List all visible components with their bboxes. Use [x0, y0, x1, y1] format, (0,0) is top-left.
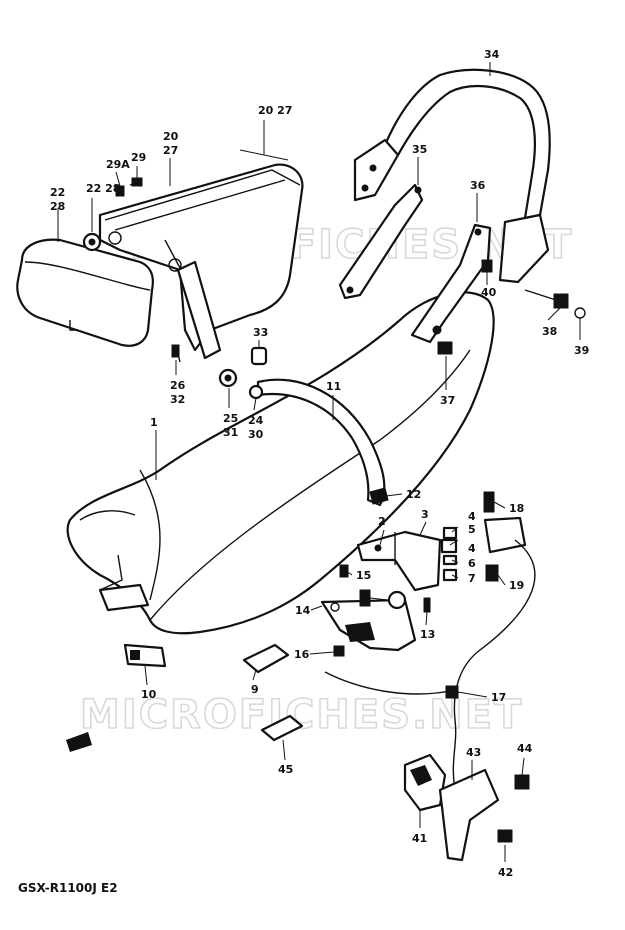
seat-strap — [256, 378, 389, 507]
bracket-35 — [338, 183, 424, 300]
callout-40: 40 — [481, 286, 497, 299]
callout-4b: 4 — [468, 542, 476, 555]
callout-22: 22 — [50, 186, 65, 199]
callout-23: 22 28 — [86, 182, 120, 195]
callout-27: 27 — [163, 144, 178, 157]
plates — [66, 643, 304, 752]
callout-44: 44 — [517, 742, 533, 755]
callout-2: 2 — [378, 515, 386, 528]
callout-20: 20 — [163, 130, 179, 143]
callout-labels: 1 2 3 4 4 5 6 7 8 9 10 11 12 13 14 15 16… — [50, 48, 589, 879]
leader-lines — [57, 62, 581, 862]
callout-16: 16 — [294, 648, 310, 661]
callout-12: 12 — [406, 488, 421, 501]
seat-lock-assembly — [403, 753, 530, 862]
callout-31: 31 — [223, 426, 238, 439]
callout-45: 45 — [278, 763, 293, 776]
callout-24-30: 24 30 — [248, 414, 267, 441]
callout-28: 28 — [50, 200, 65, 213]
callout-1: 1 — [150, 416, 158, 429]
callout-14: 14 — [295, 604, 311, 617]
callout-32: 32 — [170, 393, 185, 406]
callout-3: 3 — [421, 508, 429, 521]
tail-cover — [98, 163, 304, 360]
callout-8: 8 — [363, 593, 371, 606]
callout-13: 13 — [420, 628, 435, 641]
callout-6: 6 — [468, 557, 476, 570]
callout-20-27: 20 27 — [163, 130, 182, 157]
callout-29A: 29A — [106, 158, 130, 171]
callout-30: 30 — [248, 428, 264, 441]
callout-33: 33 — [253, 326, 268, 339]
callout-42: 42 — [498, 866, 513, 879]
callout-24: 24 — [248, 414, 264, 427]
callout-25: 25 — [223, 412, 238, 425]
callout-17: 17 — [491, 691, 506, 704]
callout-43: 43 — [466, 746, 481, 759]
callout-36: 36 — [470, 179, 486, 192]
callout-37: 37 — [440, 394, 455, 407]
rail-bolts — [437, 259, 586, 355]
callout-19: 19 — [509, 579, 524, 592]
pillion-pad — [16, 238, 154, 347]
watermark-bottom: MICROFICHES.NET — [80, 692, 523, 738]
callout-7: 7 — [468, 572, 476, 585]
tail-hardware — [82, 177, 268, 400]
grab-rail — [353, 68, 551, 284]
callout-26-32: 26 32 — [170, 379, 189, 406]
callout-25-31: 25 31 — [223, 412, 242, 439]
callout-22-28: 22 28 — [50, 186, 69, 213]
callout-11: 11 — [326, 380, 341, 393]
callout-21: 20 27 — [258, 104, 292, 117]
callout-29: 29 — [131, 151, 146, 164]
callout-34: 34 — [484, 48, 500, 61]
callout-35: 35 — [412, 143, 427, 156]
callout-4a: 4 — [468, 510, 476, 523]
callout-39: 39 — [574, 344, 589, 357]
bracket-36 — [410, 223, 492, 344]
callout-10: 10 — [141, 688, 157, 701]
callout-9: 9 — [251, 683, 259, 696]
callout-5: 5 — [468, 523, 476, 536]
callout-41: 41 — [412, 832, 427, 845]
callout-38: 38 — [542, 325, 557, 338]
cable-bracket — [483, 491, 527, 582]
model-code: GSX-R1100J E2 — [18, 881, 118, 895]
seat-lock-mechanism — [320, 564, 431, 657]
seat-main — [66, 291, 495, 635]
callout-18: 18 — [509, 502, 524, 515]
seat-lock-bracket — [356, 526, 458, 592]
callout-15: 15 — [356, 569, 371, 582]
callout-26: 26 — [170, 379, 186, 392]
